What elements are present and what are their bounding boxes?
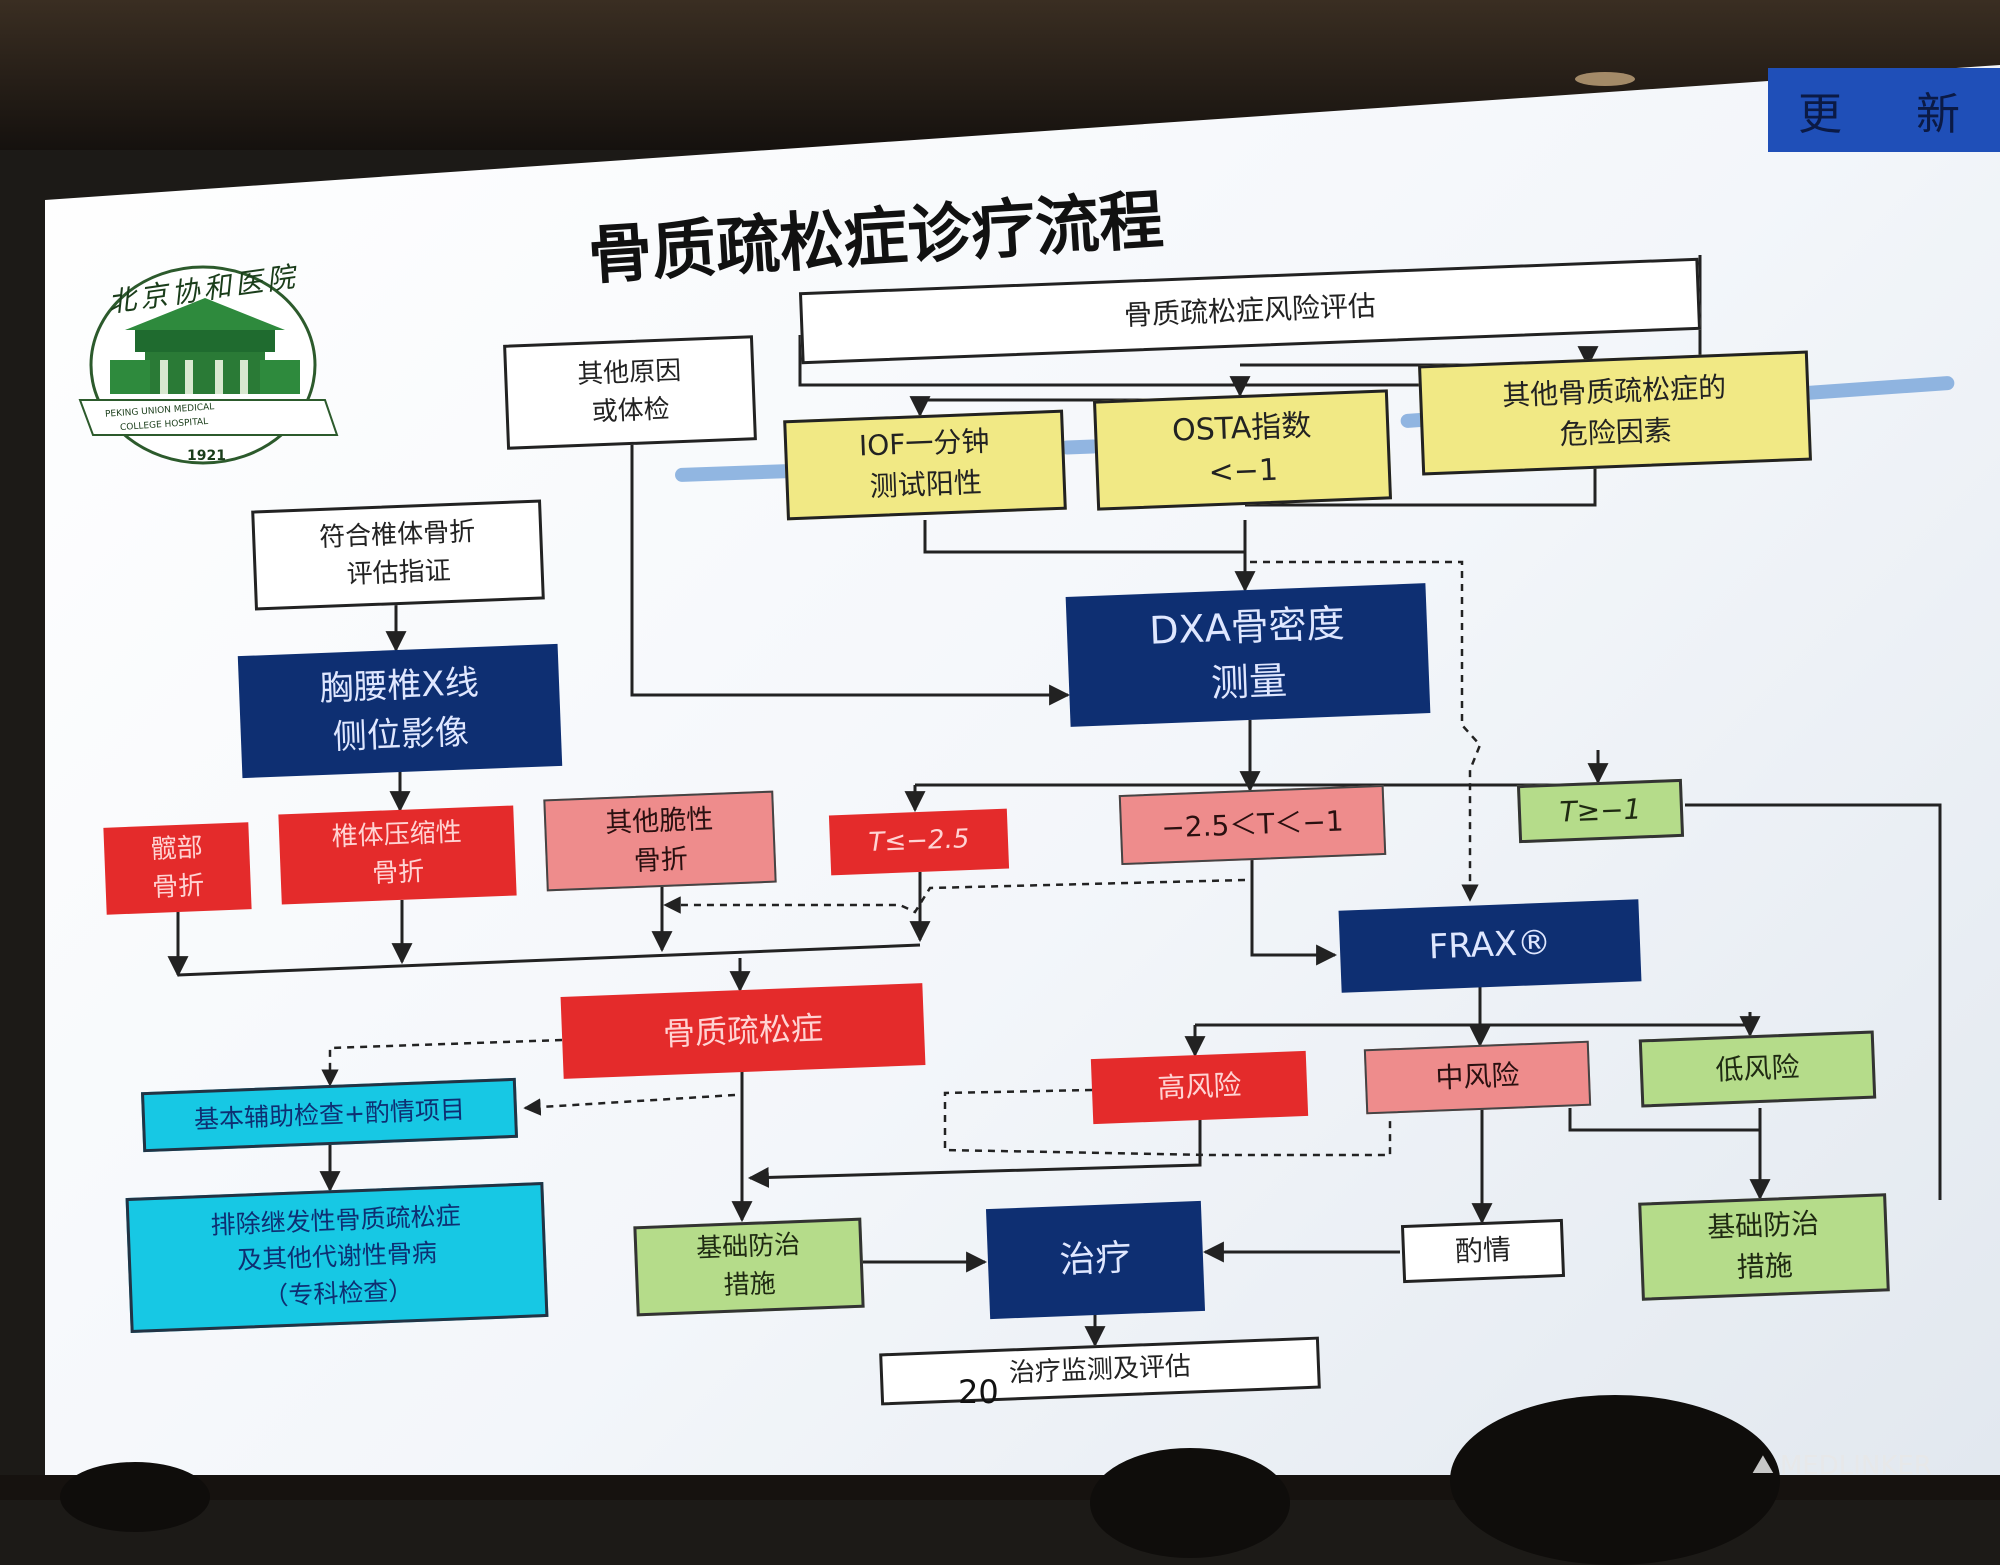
watermark-text: MEDLINKER (1779, 1450, 1932, 1481)
audience-head-2 (1450, 1395, 1780, 1565)
page-number: 20 (958, 1373, 999, 1411)
osta-index-box: OSTA指数 <−1 (1092, 389, 1393, 511)
dxa-measurement-box: DXA骨密度 测量 (1065, 583, 1431, 727)
t-score-mid-box: −2.5＜T＜−1 (1118, 784, 1387, 866)
frax-box: FRAX® (1338, 899, 1642, 993)
high-risk-box: 高风险 (1090, 1050, 1309, 1125)
update-tab: 更 新 (1768, 68, 2000, 152)
audience-head-3 (60, 1462, 210, 1532)
as-appropriate-box: 酌情 (1400, 1218, 1566, 1284)
osteoporosis-box: 骨质疏松症 (560, 983, 926, 1079)
other-cause-box: 其他原因 或体检 (503, 335, 757, 450)
basic-prevention-left-box: 基础防治 措施 (633, 1217, 865, 1317)
ceiling-light (1575, 72, 1635, 86)
t-score-low-box: T≤−2.5 (828, 808, 1010, 876)
spine-xray-box: 胸腰椎X线 侧位影像 (237, 643, 563, 779)
other-risk-factors-box: 其他骨质疏松症的 危险因素 (1418, 350, 1812, 476)
t-score-high-box: T≥−1 (1516, 778, 1685, 844)
audience-head-1 (1090, 1448, 1290, 1558)
basic-prevention-right-box: 基础防治 措施 (1638, 1193, 1890, 1301)
logo-year: 1921 (187, 448, 226, 464)
mid-risk-box: 中风险 (1363, 1040, 1592, 1115)
vertebral-compression-box: 椎体压缩性 骨折 (278, 805, 517, 905)
hospital-logo: 北京协和医院 PEKING UNION MEDICAL COLLEGE HOSP… (75, 260, 345, 475)
exclude-secondary-box: 排除继发性骨质疏松症 及其他代谢性骨病 （专科检查） (125, 1182, 549, 1333)
watermark: ⛰ MEDLINKER (1752, 1450, 1932, 1481)
watermark-logo-icon: ⛰ (1752, 1450, 1774, 1480)
hip-fracture-box: 髋部 骨折 (103, 822, 252, 915)
other-fragility-fracture-box: 其他脆性 骨折 (543, 790, 777, 892)
treatment-box: 治疗 (985, 1200, 1206, 1320)
low-risk-box: 低风险 (1638, 1030, 1877, 1108)
iof-test-box: IOF一分钟 测试阳性 (783, 409, 1067, 521)
vertebral-indication-box: 符合椎体骨折 评估指证 (251, 499, 545, 611)
